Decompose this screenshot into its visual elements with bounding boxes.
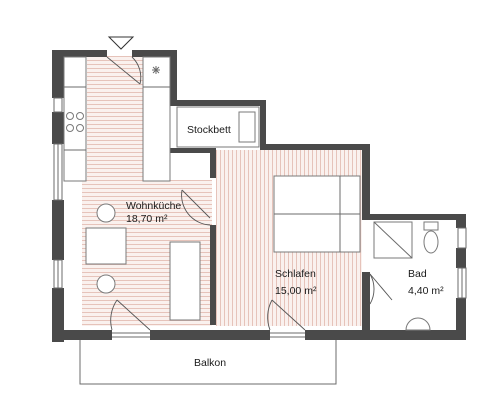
living-door [181, 189, 211, 226]
room-area-schlafen: 15,00 m² [275, 285, 317, 297]
washbasin-icon [405, 317, 431, 331]
toilet-icon [423, 221, 439, 254]
double-bed-icon [273, 175, 361, 253]
balcony-door-right [267, 299, 306, 331]
room-label-bad: Bad [408, 268, 427, 280]
room-area-bad: 4,40 m² [408, 285, 444, 297]
dining-set [85, 203, 127, 294]
entrance-triangle-icon [107, 36, 135, 50]
balcony [79, 340, 337, 385]
room-label-schlafen: Schlafen [275, 268, 316, 280]
room-label-stockbett: Stockbett [187, 124, 231, 136]
cooktop-icon [66, 112, 84, 132]
room-area-wohnkueche: 18,70 m² [126, 213, 168, 225]
bath-door [369, 273, 393, 305]
walls [52, 50, 466, 342]
stockbett-niche: Stockbett [176, 106, 260, 148]
entrance-door [106, 56, 142, 85]
kitchen-counter [63, 56, 171, 182]
kitchen-sink-icon [152, 66, 160, 74]
shower-icon [373, 221, 413, 259]
sofa [169, 241, 201, 321]
room-label-balkon: Balkon [194, 357, 226, 369]
room-label-wohnkueche: Wohnküche [126, 200, 181, 212]
windows [53, 97, 467, 338]
balcony-door-left [110, 299, 151, 331]
